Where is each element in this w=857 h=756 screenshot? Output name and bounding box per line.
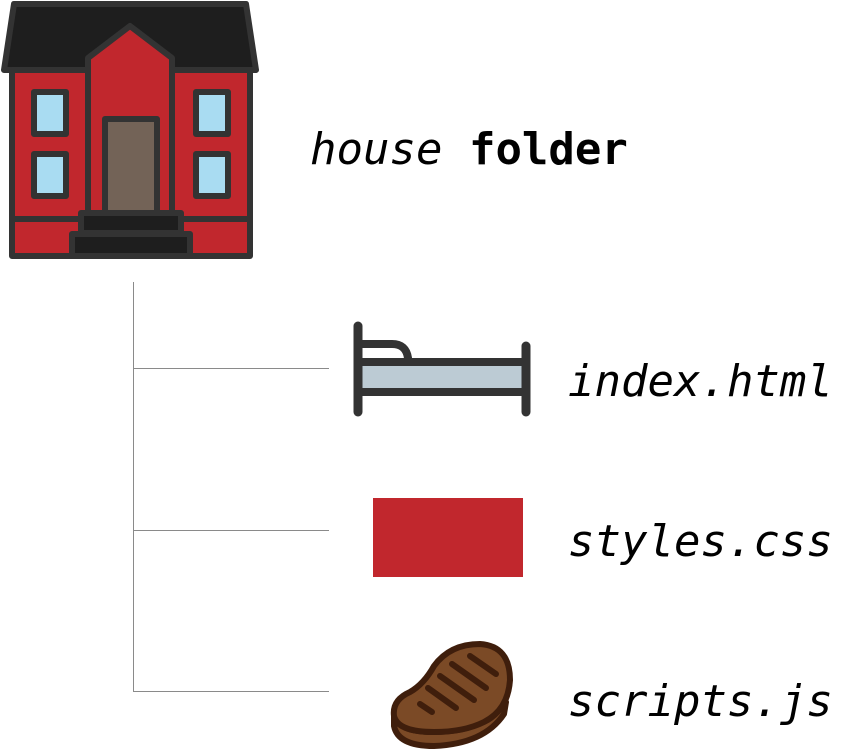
root-folder-name-prefix: house <box>310 124 443 175</box>
red-rectangle-icon <box>373 498 523 577</box>
steak-icon <box>384 636 520 752</box>
root-folder-name-suffix: folder <box>468 124 628 175</box>
tree-branch-line-1 <box>133 368 329 369</box>
file-label-scripts-js: scripts.js <box>568 676 833 727</box>
bed-icon <box>350 318 534 418</box>
tree-branch-line-3 <box>133 691 329 692</box>
root-folder-label: house folder <box>310 128 628 172</box>
tree-trunk-line <box>133 282 134 692</box>
house-icon <box>0 0 262 262</box>
tree-branch-line-2 <box>133 530 329 531</box>
file-label-styles-css: styles.css <box>568 516 833 567</box>
file-label-index-html: index.html <box>568 356 833 407</box>
